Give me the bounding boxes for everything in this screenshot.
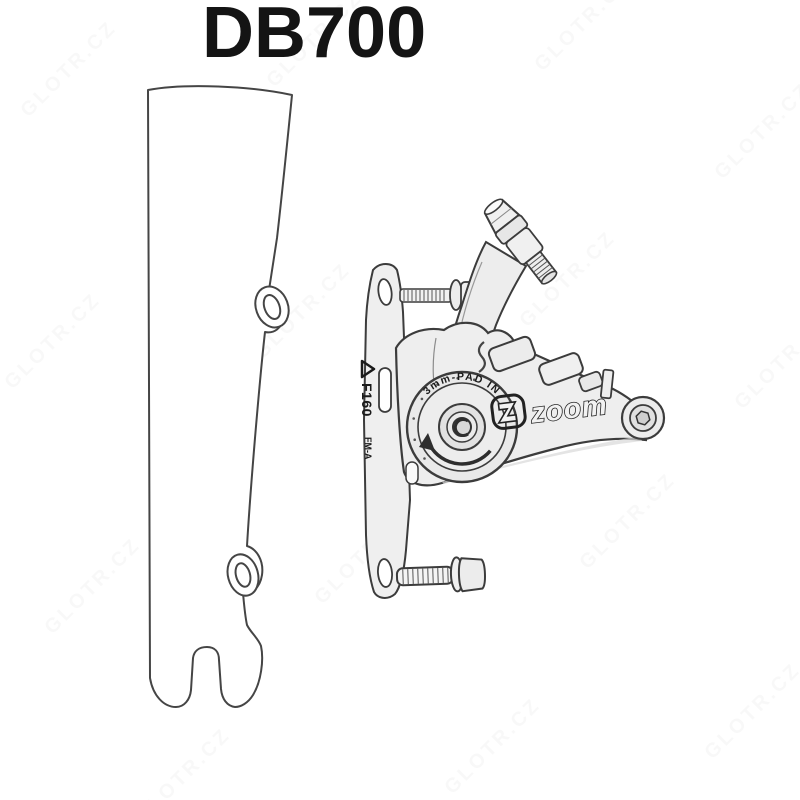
watermark-text: GLOTR.CZ bbox=[0, 288, 106, 394]
pad-adjuster-dial: 3mm-PAD IN bbox=[405, 370, 519, 484]
fork-blade-path bbox=[147, 85, 293, 708]
watermark-text: GLOTR.CZ bbox=[730, 308, 800, 414]
bracket-markings: F160 FM-A bbox=[359, 359, 376, 460]
bracket-slot-top bbox=[377, 278, 393, 306]
hex-socket-icon bbox=[635, 410, 651, 426]
watermark-text: GLOTR.CZ bbox=[440, 693, 546, 799]
watermark-text: GLOTR.CZ bbox=[530, 0, 636, 76]
pivot-bolt bbox=[620, 395, 666, 441]
fork-outline-drawing bbox=[147, 85, 293, 708]
product-title: DB700 bbox=[202, 0, 427, 73]
pad-direction-arrow bbox=[428, 444, 492, 466]
mounting-boss-lower bbox=[226, 553, 260, 597]
brake-pads bbox=[477, 335, 604, 393]
mount-type-marking: FM-A bbox=[363, 437, 373, 460]
watermark-text: GLOTR.CZ bbox=[130, 723, 236, 800]
arrow-head-icon bbox=[419, 433, 435, 451]
body-slot bbox=[405, 461, 419, 485]
bracket-slot-bottom bbox=[377, 558, 393, 588]
cam-mark bbox=[453, 418, 469, 437]
mounting-bolt-bottom bbox=[395, 556, 486, 593]
watermark-text: GLOTR.CZ bbox=[700, 658, 800, 764]
bracket-slot-middle bbox=[378, 367, 392, 413]
barrel-adjuster bbox=[483, 198, 558, 285]
watermark-text: GLOTR.CZ bbox=[710, 78, 800, 184]
zoom-z-glyph bbox=[497, 400, 518, 424]
warning-triangle-icon bbox=[360, 359, 376, 379]
mounting-boss-upper bbox=[254, 285, 290, 329]
zoom-z-logo-icon bbox=[490, 393, 527, 430]
pivot-stop-tab bbox=[599, 368, 615, 400]
pad-spring bbox=[477, 341, 486, 373]
watermark-text: GLOTR.CZ bbox=[16, 16, 122, 122]
brake-caliper-illustration: 3mm-PAD IN zoom F160 FM-A bbox=[359, 198, 666, 599]
rotor-size-marking: F160 bbox=[359, 383, 375, 417]
